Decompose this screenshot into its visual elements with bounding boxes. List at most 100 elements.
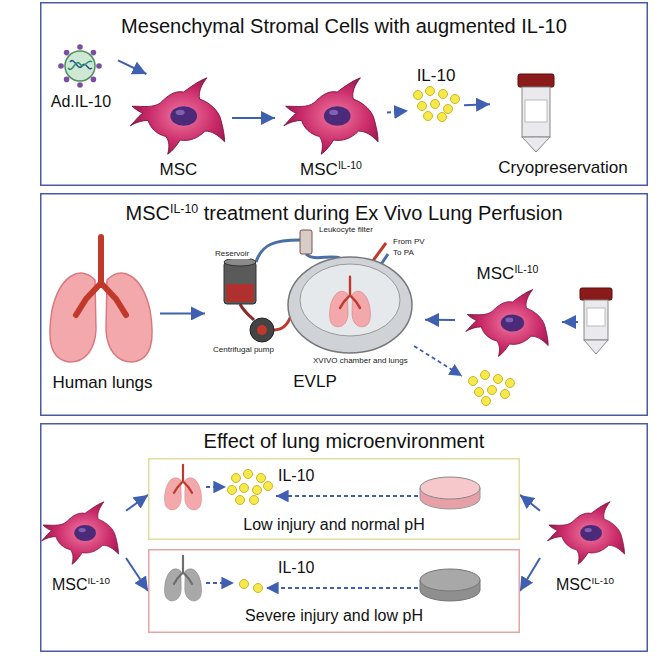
superscript-text: IL-10 bbox=[170, 202, 198, 217]
text-line: Mesenchymal Stromal Cells with augmented… bbox=[40, 14, 648, 38]
text-group: MSCIL-10 bbox=[477, 264, 539, 284]
condition-box: IL-10Severe injury and low pH bbox=[148, 549, 520, 633]
secretion-arrow bbox=[276, 495, 418, 497]
node-text: MSC bbox=[556, 575, 592, 594]
tube bbox=[240, 304, 254, 320]
il10-dots-part bbox=[488, 386, 497, 395]
text-line: IL-10 bbox=[408, 66, 464, 86]
part-label: XVIVO chamber and lungs bbox=[312, 356, 409, 366]
il10-dots-part bbox=[414, 91, 423, 100]
il10-dots-part bbox=[244, 470, 253, 479]
il10-dots bbox=[240, 580, 263, 593]
flow-arrow bbox=[126, 558, 148, 591]
node-text: IL-10 bbox=[417, 66, 456, 86]
tube bbox=[256, 240, 300, 262]
text-group: Severe injury and low pH bbox=[245, 606, 423, 625]
cell-node: MSCIL-10 bbox=[36, 495, 126, 600]
il10-dots-part bbox=[254, 584, 263, 593]
adenovirus-part bbox=[77, 44, 83, 50]
node-text: EVLP bbox=[293, 372, 336, 392]
msc-il10-cell bbox=[547, 502, 624, 565]
il10-dots bbox=[228, 470, 273, 505]
msc-il10-cell bbox=[284, 78, 378, 154]
node-text: Mesenchymal Stromal Cells with augmented… bbox=[121, 14, 567, 38]
adenovirus-part bbox=[96, 63, 102, 69]
cryovial-part bbox=[525, 100, 547, 122]
il10-dots-part bbox=[418, 102, 427, 111]
il10-dots-part bbox=[236, 496, 245, 505]
text-group: IL-10 bbox=[278, 558, 314, 577]
node-text: Effect of lung microenvironment bbox=[204, 429, 485, 453]
il10-dots-part bbox=[232, 474, 241, 483]
cryovial-part bbox=[587, 308, 605, 326]
il10-dots-part bbox=[426, 87, 435, 96]
adenovirus-part bbox=[77, 82, 83, 88]
cell-node: MSC bbox=[125, 74, 232, 184]
text-line: Human lungs bbox=[45, 373, 160, 393]
text-line: IL-10 bbox=[278, 466, 314, 485]
adenovirus-part bbox=[58, 63, 64, 69]
text-group: Effect of lung microenvironment bbox=[204, 429, 485, 453]
healthy-lungs bbox=[165, 465, 202, 510]
msc-il10-cell bbox=[466, 290, 548, 357]
text-group: MSCIL-10 bbox=[52, 575, 110, 594]
text-group: IL-10 bbox=[417, 66, 456, 86]
text-line: MSC bbox=[125, 160, 232, 180]
secretion-arrow bbox=[414, 346, 462, 376]
text-group: Mesenchymal Stromal Cells with augmented… bbox=[121, 14, 567, 38]
il10-dots-part bbox=[494, 375, 503, 384]
text-group: Low injury and normal pH bbox=[243, 515, 424, 534]
il10-dots-part bbox=[481, 371, 490, 380]
text-group: IL-10 bbox=[278, 466, 314, 485]
reservoir-fluid bbox=[226, 284, 254, 302]
cryovial bbox=[518, 74, 554, 152]
il10-dots-part bbox=[228, 486, 237, 495]
cryovial-part bbox=[584, 300, 608, 340]
part-label: Leukocyte filter bbox=[318, 225, 374, 235]
cytokine-node: IL-10 bbox=[408, 66, 464, 122]
node-text: Ad.IL-10 bbox=[51, 92, 111, 111]
il10-dots-part bbox=[475, 388, 484, 397]
flow-arrow bbox=[126, 495, 148, 511]
cryovial bbox=[580, 288, 612, 354]
text-group: Cryopreservation bbox=[498, 158, 627, 178]
adenovirus-part bbox=[64, 77, 70, 83]
il10-dots-part bbox=[438, 113, 447, 122]
flow-arrow bbox=[160, 312, 205, 314]
msc-il10-cell bbox=[41, 502, 118, 565]
chamber-inner bbox=[300, 264, 400, 336]
cryovial-part bbox=[522, 87, 550, 137]
vial-node: Cryopreservation bbox=[490, 70, 636, 184]
node-text: MSC bbox=[160, 160, 198, 180]
il10-dots-part bbox=[501, 390, 510, 399]
cryovial-part bbox=[522, 137, 550, 152]
il10-dots-part bbox=[439, 90, 448, 99]
flow-arrow bbox=[425, 319, 455, 321]
text-line: Ad.IL-10 bbox=[44, 92, 118, 111]
adenovirus-part bbox=[64, 50, 70, 56]
tube bbox=[306, 254, 340, 258]
secretion-arrow bbox=[266, 587, 418, 589]
reservoir-top bbox=[224, 258, 256, 266]
adenovirus bbox=[58, 44, 102, 88]
il10-dots-part bbox=[253, 486, 262, 495]
il10-dots-part bbox=[257, 474, 266, 483]
node-text: Human lungs bbox=[52, 373, 152, 393]
flow-arrow bbox=[118, 60, 146, 74]
culture-dish-part bbox=[420, 477, 480, 499]
text-line: Low injury and normal pH bbox=[148, 515, 520, 534]
part-label: To PA bbox=[392, 248, 415, 258]
text-line: EVLP bbox=[205, 372, 425, 392]
il10-dots-part bbox=[431, 100, 440, 109]
text-group: MSCIL-10treatment during Ex Vivo Lung Pe… bbox=[125, 201, 562, 225]
adenovirus-part bbox=[65, 51, 95, 81]
il10-dots-part bbox=[250, 496, 259, 505]
part-label: Centrifugal pump bbox=[212, 345, 275, 355]
thaw-arrow bbox=[562, 321, 578, 323]
reservoir bbox=[224, 262, 256, 304]
node-text: Severe injury and low pH bbox=[245, 606, 423, 625]
node-text: MSC bbox=[300, 160, 338, 180]
panel: Ad.IL-10MSCMSCIL-10IL-10Cryopreservation… bbox=[40, 2, 648, 186]
condition-box: IL-10Low injury and normal pH bbox=[148, 458, 520, 540]
text-group: MSCIL-10 bbox=[556, 575, 614, 594]
